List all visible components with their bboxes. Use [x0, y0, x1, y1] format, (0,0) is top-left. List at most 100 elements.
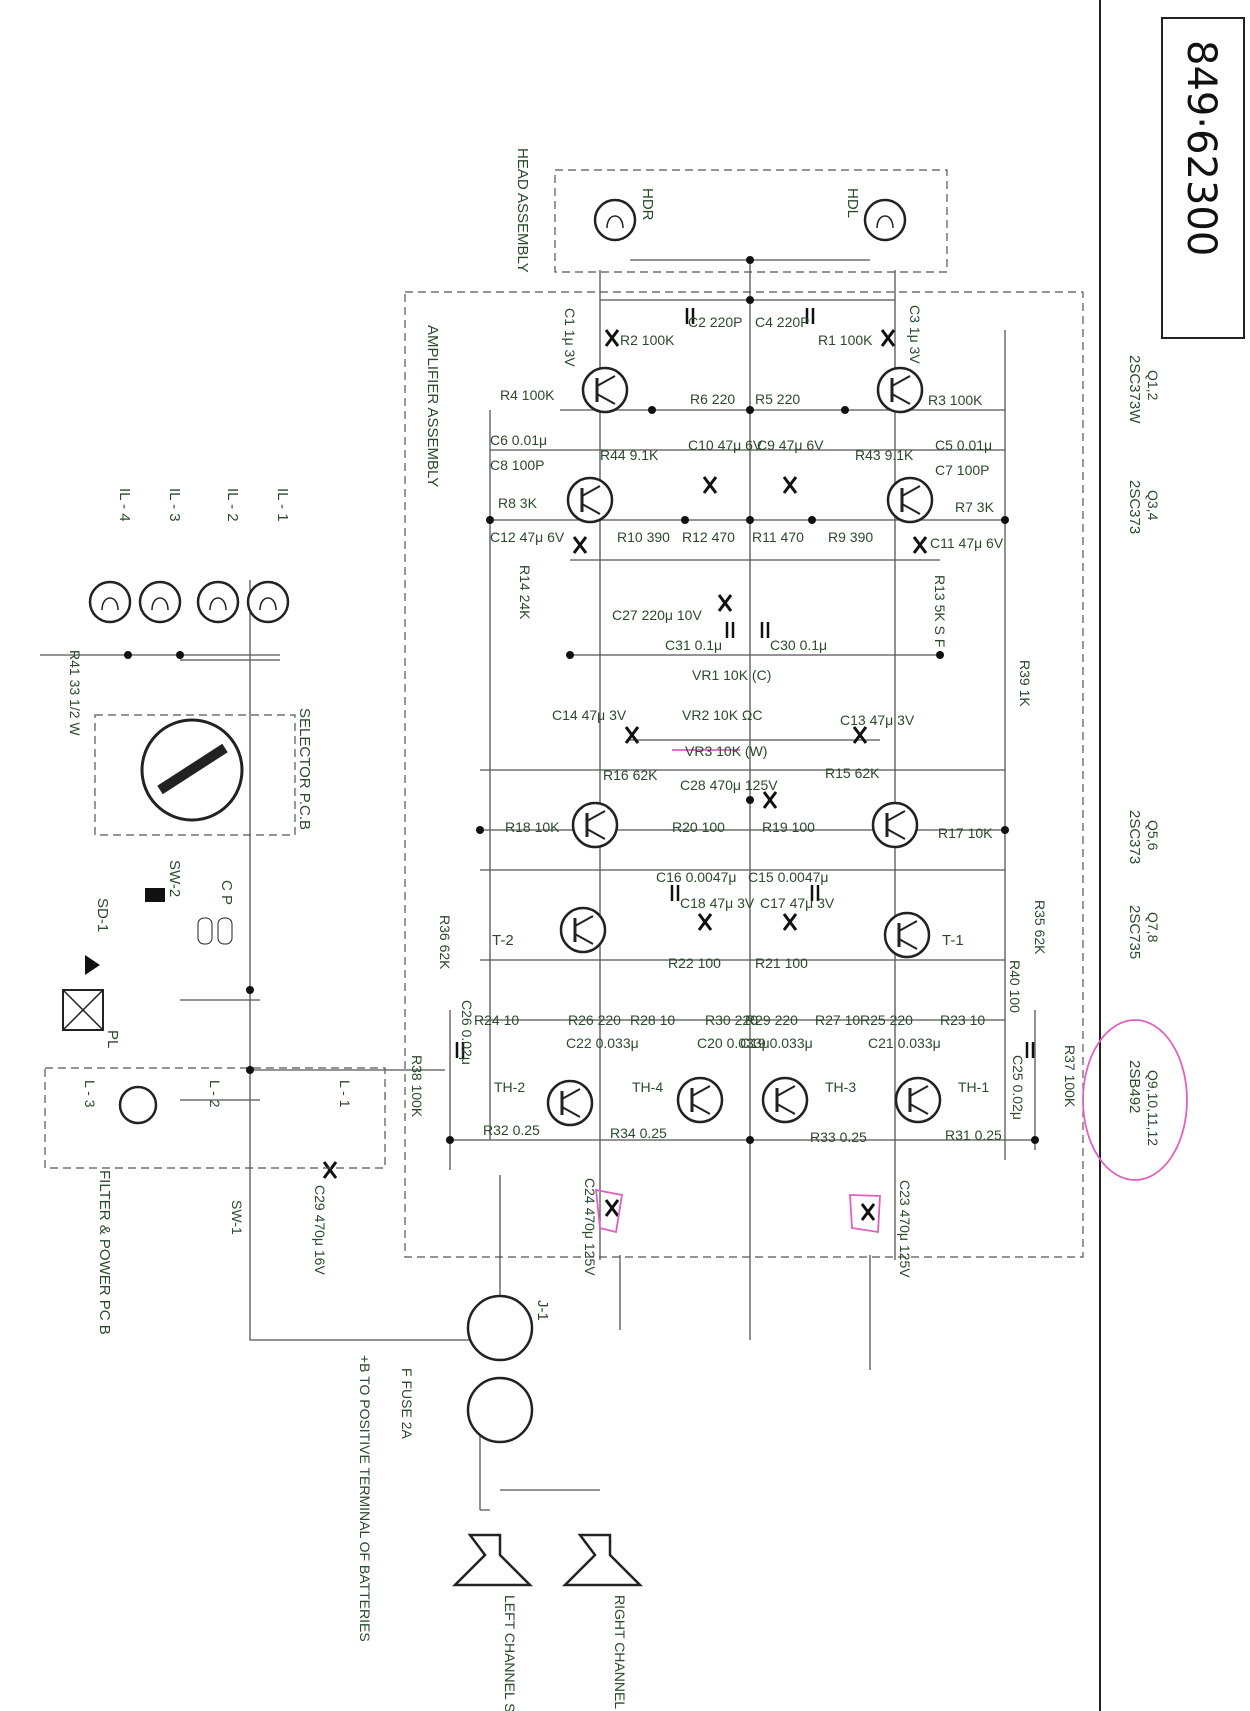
label-r5: R5 220	[755, 391, 800, 407]
label-left-speaker: LEFT CHANNEL SPEAKER	[502, 1595, 518, 1711]
label-c29: C29 470μ 16V	[312, 1185, 328, 1275]
transistor-q2	[876, 366, 924, 414]
tt-q34: 2SC373	[1126, 480, 1143, 534]
label-c28: C28 470μ 125V	[680, 777, 778, 793]
label-c17: C17 47μ 3V	[760, 895, 835, 911]
label-il3: IL - 3	[166, 488, 183, 522]
label-r13: R13 5K S F	[932, 575, 948, 647]
label-vr2: VR2 10K ΩC	[682, 707, 763, 723]
label-c25: C25 0.02μ	[1010, 1055, 1026, 1120]
transistor-q6	[871, 801, 919, 849]
label-th4: TH-4	[632, 1079, 663, 1095]
tt-q9-12: 2SB492	[1126, 1060, 1143, 1113]
tt-q9-12-refs: Q9,10,11,12	[1145, 1070, 1161, 1146]
transistor-q11	[761, 1076, 809, 1124]
label-r16: R16 62K	[603, 767, 658, 783]
label-c6: C6 0.01μ	[490, 432, 547, 448]
transistor-q3	[566, 476, 614, 524]
jack-j1	[466, 1294, 534, 1362]
transistor-q10	[676, 1076, 724, 1124]
label-r39: R39 1K	[1017, 660, 1033, 707]
transistor-q12	[894, 1076, 942, 1124]
label-th2: TH-2	[494, 1079, 525, 1095]
tt-q56-refs: Q5,6	[1145, 820, 1161, 851]
label-r2: R2 100K	[620, 332, 675, 348]
label-r22: R22 100	[668, 955, 721, 971]
label-j1: J-1	[534, 1300, 551, 1321]
label-r35: R35 62K	[1032, 900, 1048, 955]
label-r15: R15 62K	[825, 765, 880, 781]
transistor-q7	[559, 906, 607, 954]
label-r6: R6 220	[690, 391, 735, 407]
label-il4: IL - 4	[116, 488, 133, 522]
label-r37: R37 100K	[1062, 1045, 1078, 1108]
lamp-il2	[196, 580, 240, 624]
label-c24: C24 470μ 125V	[582, 1178, 598, 1276]
label-r18: R18 10K	[505, 819, 560, 835]
wiring	[180, 259, 1036, 1511]
label-l2: L - 2	[207, 1080, 223, 1108]
head-right-label: HDR	[639, 188, 656, 221]
label-pl: PL	[104, 1030, 121, 1048]
lamp-il3	[138, 580, 182, 624]
label-cp: C P	[218, 880, 235, 905]
label-r43: R43 9.1K	[855, 447, 914, 463]
connectors: J-1 F FUSE 2A +B TO POSITIVE TERMINAL OF…	[357, 1294, 551, 1642]
label-c19: C19 0.033μ	[740, 1035, 813, 1051]
label-r26: R26 220	[568, 1012, 621, 1028]
tt-q78-refs: Q7,8	[1145, 912, 1161, 943]
head-assembly: HEAD ASSEMBLY HDR HDL	[514, 148, 948, 273]
label-c16: C16 0.0047μ	[656, 869, 736, 885]
motor-icon	[118, 1085, 158, 1125]
tt-q56: 2SC373	[1126, 810, 1143, 864]
tt-q12-refs: Q1,2	[1145, 370, 1161, 401]
label-c8: C8 100P	[490, 457, 544, 473]
transistor-q4	[886, 476, 934, 524]
label-c7: C7 100P	[935, 462, 989, 478]
label-l3: L - 3	[82, 1080, 98, 1108]
label-r33: R33 0.25	[810, 1129, 867, 1145]
label-r34: R34 0.25	[610, 1125, 667, 1141]
speakers: LEFT CHANNEL SPEAKER RIGHT CHANNEL SPEAK…	[451, 1533, 644, 1711]
label-il1: IL - 1	[274, 488, 291, 522]
label-vr3: VR3 10K (W)	[685, 743, 767, 759]
label-r44: R44 9.1K	[600, 447, 659, 463]
junction-dots	[124, 256, 1039, 1144]
label-th3: TH-3	[825, 1079, 856, 1095]
label-c10: C10 47μ 6V	[688, 437, 763, 453]
label-l1: L - 1	[337, 1080, 353, 1108]
tt-q12: 2SC373W	[1126, 355, 1143, 424]
label-sd1: SD-1	[94, 898, 111, 932]
label-r28: R28 10	[630, 1012, 675, 1028]
label-right-speaker: RIGHT CHANNEL SPEAKER	[612, 1595, 628, 1711]
label-sw1: SW-1	[229, 1200, 245, 1235]
label-r30: R30 220	[705, 1012, 758, 1028]
label-t1: T-1	[942, 932, 964, 949]
label-r11: R11 470	[752, 529, 804, 545]
label-vr1: VR1 10K (C)	[692, 667, 771, 683]
transistor-type-labels: 2SC373W 2SC373 2SC373 2SC735 2SB492 Q1,2…	[1126, 355, 1161, 1146]
label-fuse: F FUSE 2A	[399, 1368, 415, 1439]
head-left-label: HDL	[844, 188, 861, 218]
label-r8: R8 3K	[498, 495, 538, 511]
lamp-il4	[88, 580, 132, 624]
label-c26: C26 0.02μ	[459, 1000, 475, 1065]
amplifier-assembly: AMPLIFIER ASSEMBLY	[404, 291, 1084, 1258]
pink-annotations	[594, 749, 1188, 1234]
label-r1: R1 100K	[818, 332, 873, 348]
right-speaker-icon	[561, 1533, 644, 1587]
label-r14: R14 24K	[517, 565, 533, 620]
label-c31: C31 0.1μ	[665, 637, 722, 653]
label-r31: R31 0.25	[945, 1127, 1002, 1143]
label-c9: C9 47μ 6V	[757, 437, 824, 453]
transistor-q5	[571, 801, 619, 849]
label-c30: C30 0.1μ	[770, 637, 827, 653]
label-r32: R32 0.25	[483, 1122, 540, 1138]
label-c13: C13 47μ 3V	[840, 712, 915, 728]
title-block: 849·62300	[1099, 0, 1245, 1711]
label-r9: R9 390	[828, 529, 873, 545]
label-c11: C11 47μ 6V	[930, 535, 1004, 551]
label-r19: R19 100	[762, 819, 815, 835]
label-r21: R21 100	[755, 955, 808, 971]
